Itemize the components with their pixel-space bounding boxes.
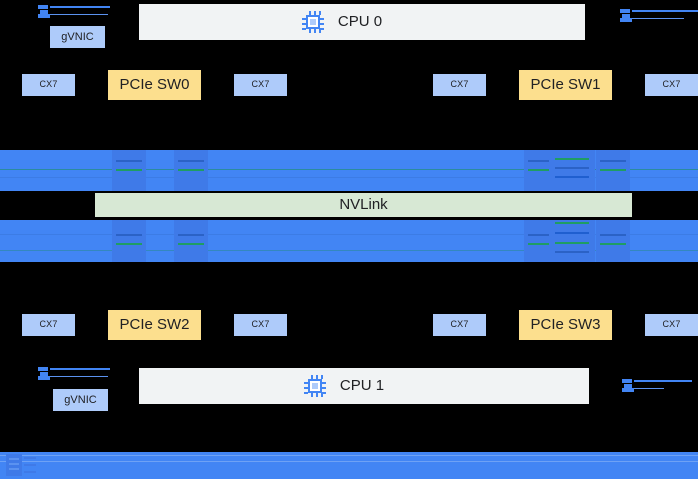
gpu-icon: [112, 220, 146, 262]
cx7-nic-4[interactable]: CX7: [22, 314, 75, 336]
network-switch-icon: [4, 450, 38, 479]
pcie-switch-2[interactable]: PCIe SW2: [108, 310, 201, 340]
gpu-icon: [596, 150, 630, 191]
pcie-switch-label: PCIe SW3: [530, 315, 601, 333]
cx7-nic-2[interactable]: CX7: [433, 74, 486, 96]
gpu-icon: [174, 220, 208, 262]
gvnic-label: gVNIC: [64, 393, 97, 406]
gvnic-label: gVNIC: [61, 30, 94, 43]
cx7-label: CX7: [39, 79, 58, 90]
pcie-switch-label: PCIe SW1: [530, 75, 601, 93]
gpu-row-top: [0, 150, 698, 191]
cpu-1-label: CPU 1: [339, 376, 385, 394]
cx7-label: CX7: [662, 79, 681, 90]
cx7-nic-6[interactable]: CX7: [433, 314, 486, 336]
cx7-nic-0[interactable]: CX7: [22, 74, 75, 96]
cx7-nic-1[interactable]: CX7: [234, 74, 287, 96]
cpu-0-label: CPU 0: [337, 12, 383, 30]
cx7-nic-5[interactable]: CX7: [234, 314, 287, 336]
cx7-label: CX7: [662, 319, 681, 330]
gpu-icon: [112, 150, 146, 191]
gpu-icon: [174, 150, 208, 191]
cx7-label: CX7: [39, 319, 58, 330]
gvnic-bottom-left[interactable]: gVNIC: [53, 389, 108, 411]
gpu-icon: [549, 220, 595, 262]
cx7-label: CX7: [450, 79, 469, 90]
cpu-1-box[interactable]: CPU 1: [139, 368, 589, 404]
cpu-chip-icon: [301, 11, 324, 33]
cpu-0-box[interactable]: CPU 0: [139, 4, 585, 40]
gvnic-link-icon-bottom-left: [38, 366, 110, 382]
cpu-chip-icon: [303, 375, 326, 397]
gvnic-link-icon-bottom-right: [622, 378, 698, 394]
cx7-label: CX7: [450, 319, 469, 330]
pcie-switch-3[interactable]: PCIe SW3: [519, 310, 612, 340]
cx7-nic-7[interactable]: CX7: [645, 314, 698, 336]
cx7-label: CX7: [251, 319, 270, 330]
pcie-switch-label: PCIe SW0: [119, 75, 190, 93]
gpu-row-bottom: [0, 220, 698, 262]
pcie-switch-1[interactable]: PCIe SW1: [519, 70, 612, 100]
pcie-switch-0[interactable]: PCIe SW0: [108, 70, 201, 100]
network-fabric-bar: [0, 452, 698, 479]
gvnic-top-left[interactable]: gVNIC: [50, 26, 105, 48]
gpu-icon: [549, 150, 595, 191]
gpu-icon: [596, 220, 630, 262]
nvlink-bar[interactable]: NVLink: [95, 193, 632, 217]
gvnic-link-icon-top-right: [620, 8, 698, 24]
cx7-nic-3[interactable]: CX7: [645, 74, 698, 96]
pcie-switch-label: PCIe SW2: [119, 315, 190, 333]
nvlink-label: NVLink: [339, 195, 388, 213]
gvnic-link-icon-top-left: [38, 4, 110, 20]
cx7-label: CX7: [251, 79, 270, 90]
